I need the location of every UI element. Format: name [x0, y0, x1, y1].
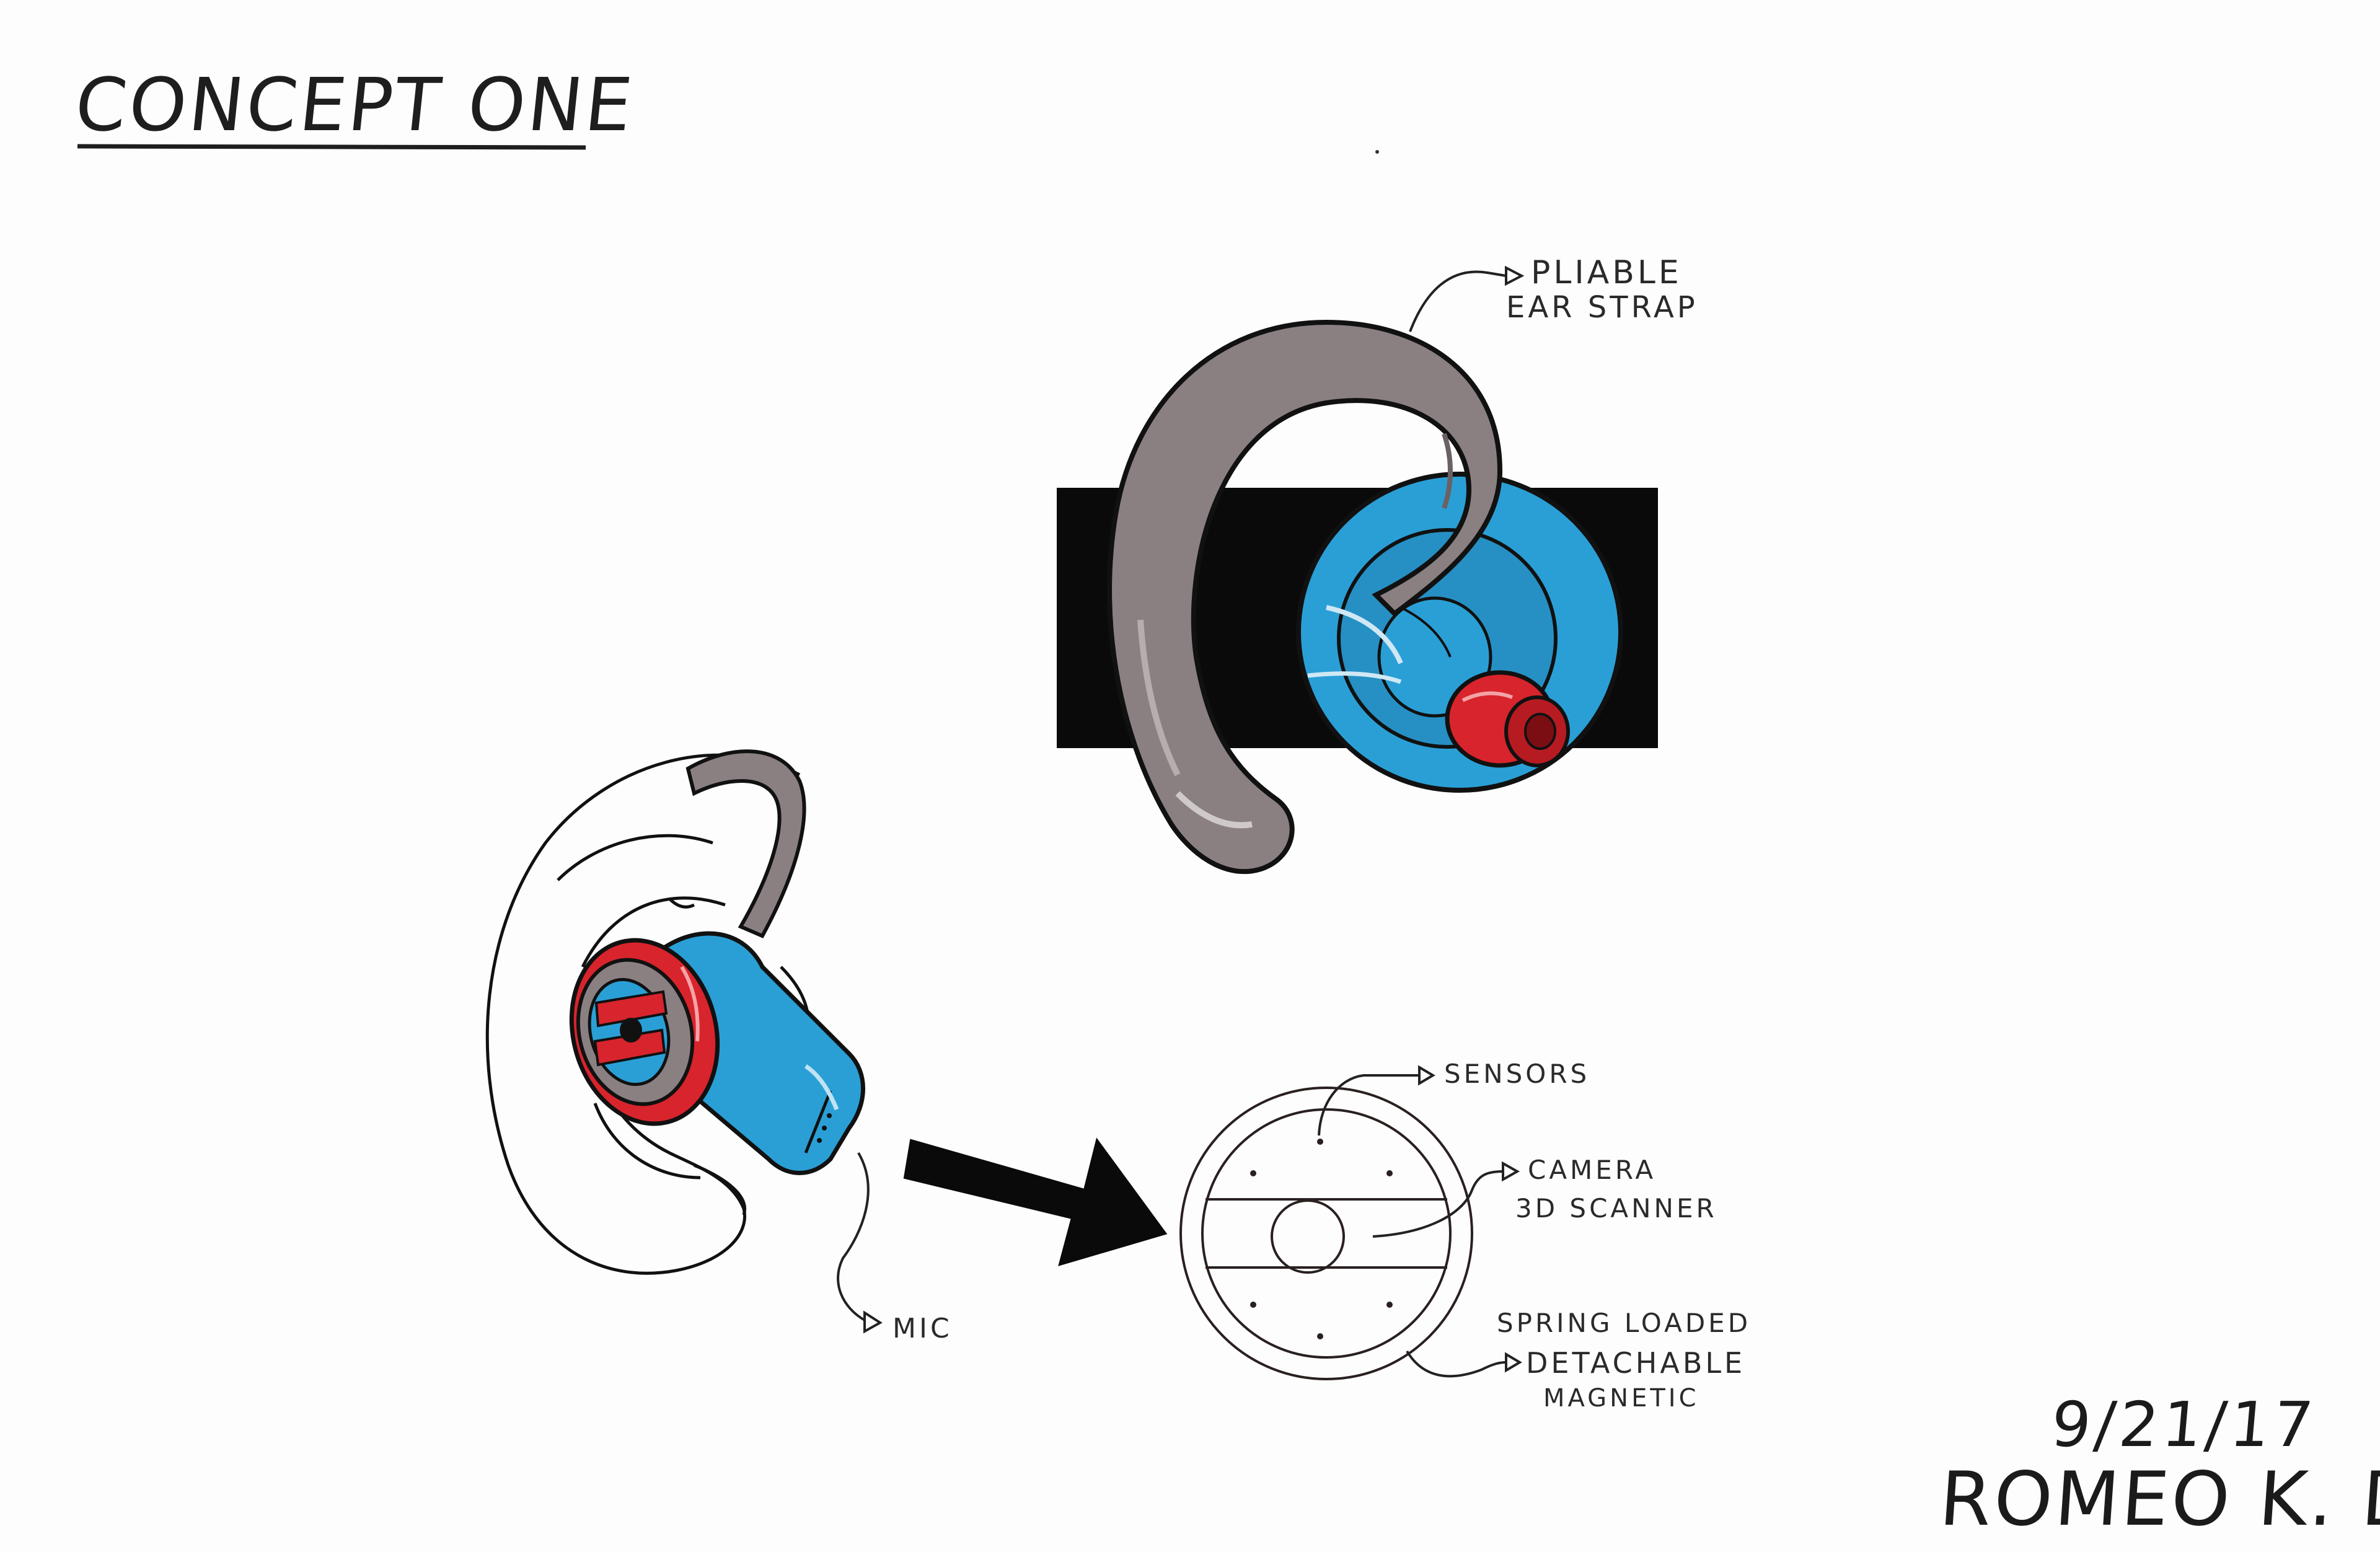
transition-arrow	[903, 1137, 1168, 1266]
label-pliable-line1: PLIABLE	[1531, 254, 1682, 291]
pliable-leader-line	[1409, 270, 1507, 332]
label-spring-line3: MAGNETIC	[1543, 1384, 1699, 1413]
label-mic: MIC	[892, 1313, 953, 1344]
label-sensors: SENSORS	[1444, 1059, 1590, 1089]
label-camera-line1: CAMERA	[1528, 1155, 1657, 1185]
label-spring-line1: SPRING LOADED	[1497, 1308, 1752, 1338]
spring-leader-line	[1406, 1350, 1507, 1378]
title-underline	[77, 144, 586, 150]
detachable-face-diagram	[1179, 1087, 1473, 1380]
label-camera-line2: 3D SCANNER	[1515, 1193, 1717, 1224]
camera-leader-line	[1372, 1170, 1504, 1238]
label-pliable-line2: EAR STRAP	[1506, 290, 1698, 325]
red-ear-tip	[1445, 670, 1570, 768]
pliable-ear-strap	[1107, 319, 1503, 875]
sensors-leader-line	[1318, 1074, 1419, 1136]
mic-leader-line	[837, 1152, 870, 1321]
label-spring-line2: DETACHABLE	[1526, 1346, 1746, 1380]
sketch-date: 9/21/17	[2048, 1388, 2320, 1461]
front-disc	[569, 938, 720, 1126]
sensor-dots	[1250, 1139, 1393, 1339]
author-name: ROMEO K. DILLA	[1937, 1457, 2380, 1543]
strap-over-ear	[685, 749, 806, 938]
